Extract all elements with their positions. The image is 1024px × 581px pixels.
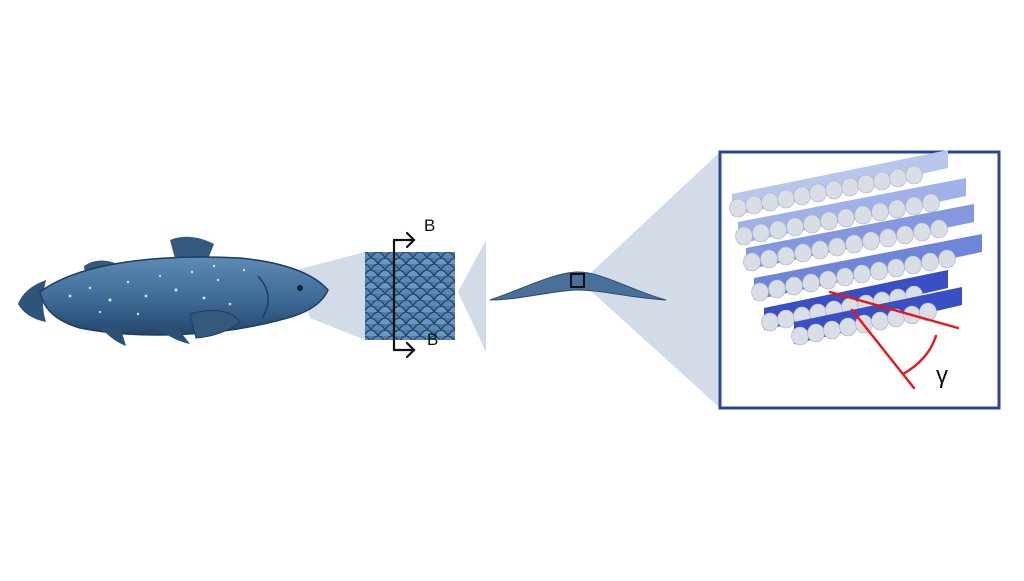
fiber-end [819,270,837,290]
fiber-end [745,195,763,215]
zoom-cone-fish-to-patch [296,252,365,340]
fiber-end [809,183,827,203]
fiber-end [777,246,795,266]
fiber-end [785,276,803,296]
fiber-end [857,174,875,194]
fiber-end [823,320,841,340]
fiber-end [913,222,931,242]
fiber-end [811,240,829,260]
fiber-end [905,196,923,216]
fiber-end [751,282,769,302]
fiber-end [786,217,804,237]
fiber-end [793,186,811,206]
fiber-end [777,309,795,329]
fiber-end [862,231,880,251]
fiber-end [930,219,948,239]
fiber-end [871,202,889,222]
fiber-end [888,199,906,219]
fiber-end [802,273,820,293]
section-cut-arrows [392,231,416,359]
fiber-layer [735,178,966,246]
fiber-end [938,249,956,269]
coelacanth-fish-illustration [18,236,329,346]
fiber-end [896,225,914,245]
fiber-end [889,168,907,188]
zoom-cone-section-to-fibers [581,152,720,408]
fiber-end [879,228,897,248]
fiber-end [845,234,863,254]
fiber-end [841,177,859,197]
fiber-end [769,220,787,240]
fiber-end [853,264,871,284]
magnified-region-marker [570,273,585,288]
fiber-end [729,198,747,218]
fiber-end [743,252,761,272]
fiber-end [794,243,812,263]
fiber-end [839,317,857,337]
zoom-cone-patch-to-section [458,240,486,352]
section-label-bottom: B [427,330,439,349]
fiber-end [905,165,923,185]
fiber-end [777,189,795,209]
fiber-end [870,261,888,281]
fiber-end [836,267,854,287]
fiber-end [791,326,809,346]
fiber-end [828,237,846,257]
collagen-fiber-layers [729,150,982,346]
fiber-end [803,214,821,234]
scale-cross-section [489,271,667,301]
fiber-layer [729,150,948,218]
fiber-end [752,223,770,243]
fiber-layer [751,234,982,302]
fiber-end [761,312,779,332]
fiber-end [871,311,889,331]
scale-surface-patch [365,252,455,340]
fiber-end [820,211,838,231]
fiber-end [807,323,825,343]
fiber-end [854,205,872,225]
fiber-stack-inset [718,150,1001,410]
fiber-end [837,208,855,228]
fiber-layer [791,287,962,346]
fiber-end [760,249,778,269]
twist-angle-marker [828,290,960,390]
fiber-end [825,180,843,200]
fiber-end [921,252,939,272]
fiber-end [904,255,922,275]
fiber-end [873,171,891,191]
fiber-end [768,279,786,299]
fiber-layer [743,204,974,272]
twist-angle-label: γ [936,362,948,389]
fiber-end [735,226,753,246]
section-label-top: B [424,216,436,235]
fiber-end [887,258,905,278]
fiber-end [922,193,940,213]
fiber-end [919,302,937,322]
fiber-end [761,192,779,212]
